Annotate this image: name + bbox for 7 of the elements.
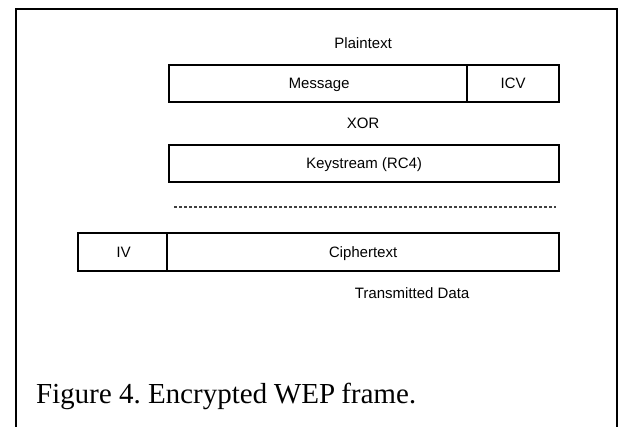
plaintext-label: Plaintext <box>334 35 392 52</box>
figure-caption: Figure 4. Encrypted WEP frame. <box>36 378 416 411</box>
keystream-field: Keystream (RC4) <box>168 144 560 183</box>
transmitted-data-label: Transmitted Data <box>354 285 470 302</box>
operation-label: XOR <box>346 115 380 132</box>
ciphertext-field: Ciphertext <box>166 232 560 272</box>
icv-field: ICV <box>466 64 560 103</box>
